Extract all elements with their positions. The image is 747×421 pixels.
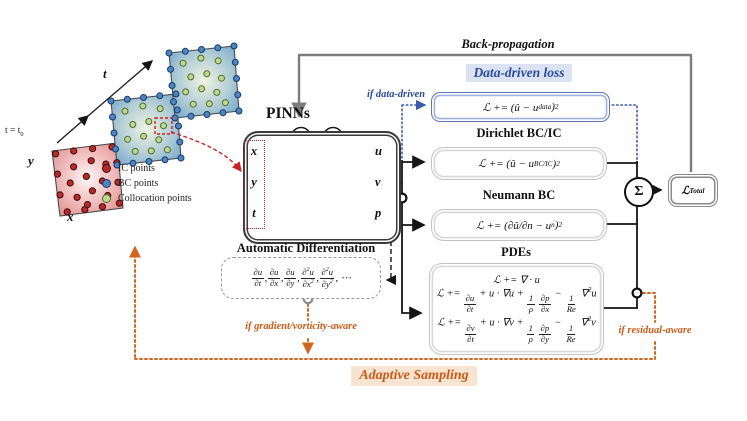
output-v-label: v [375,175,381,190]
data-driven-loss-title: Data-driven loss [429,62,609,83]
adaptive-sampling-label: Adaptive Sampling [334,364,494,388]
bc-point-icon [102,179,111,188]
pde-equation-continuity: ℒ += ∇ · u [493,274,540,286]
backprop-label: Back-propagation [408,37,608,52]
pinn-title: PINNs [253,105,323,123]
input-y-label: y [247,175,261,190]
autodiff-box: ∂u∂t, ∂u∂x, ∂u∂y, ∂2u∂x2, ∂2u∂y2, ⋯ [221,257,381,299]
input-t-label: t [247,206,261,221]
dirichlet-title: Dirichlet BC/IC [429,126,609,141]
pde-equation-momentum-x: ℒ += ∂u∂t + u · ∇u + 1ρ ∂p∂x − 1Re ∇2u [436,287,596,315]
data-driven-loss-box: ℒ += (û − udata)2 [431,92,610,122]
pdes-loss-box: ℒ += ∇ · u ℒ += ∂u∂t + u · ∇u + 1ρ ∂p∂x … [429,263,604,355]
pdes-title: PDEs [426,245,606,260]
legend-item-collocation: Collocation points [102,191,192,206]
if-data-driven-label: if data-driven [325,89,425,100]
input-x-label: x [247,144,261,159]
pde-equation-momentum-y: ℒ += ∂v∂t + u · ∇v + 1ρ ∂p∂y − 1Re ∇2v [437,316,596,344]
legend: IC points BC points Collocation points [102,161,192,206]
if-gradient-label: if gradient/vorticity-aware [211,321,391,332]
total-loss-box: ℒTotal [668,174,718,207]
dirichlet-loss-box: ℒ += (û − uBC/IC)2 [431,147,607,180]
neumann-title: Neumann BC [429,188,609,203]
legend-item-ic: IC points [102,161,192,176]
output-p-label: p [375,206,381,221]
axis-t-label: t [103,66,107,82]
axis-y-label: y [28,153,34,169]
neumann-loss-box: ℒ += (∂û/∂n − un)2 [431,209,607,241]
sum-node: Σ [624,177,654,207]
legend-item-bc: BC points [102,176,192,191]
output-u-label: u [375,144,382,159]
axis-x-label: x [67,209,74,225]
residual-junction-node [633,289,642,298]
time-zero-label: t = t0 [5,126,24,138]
collocation-point-icon [102,194,111,203]
autodiff-title: Automatic Differentiation [215,241,397,256]
ic-point-icon [102,164,111,173]
if-residual-label: if residual-aware [594,325,716,336]
